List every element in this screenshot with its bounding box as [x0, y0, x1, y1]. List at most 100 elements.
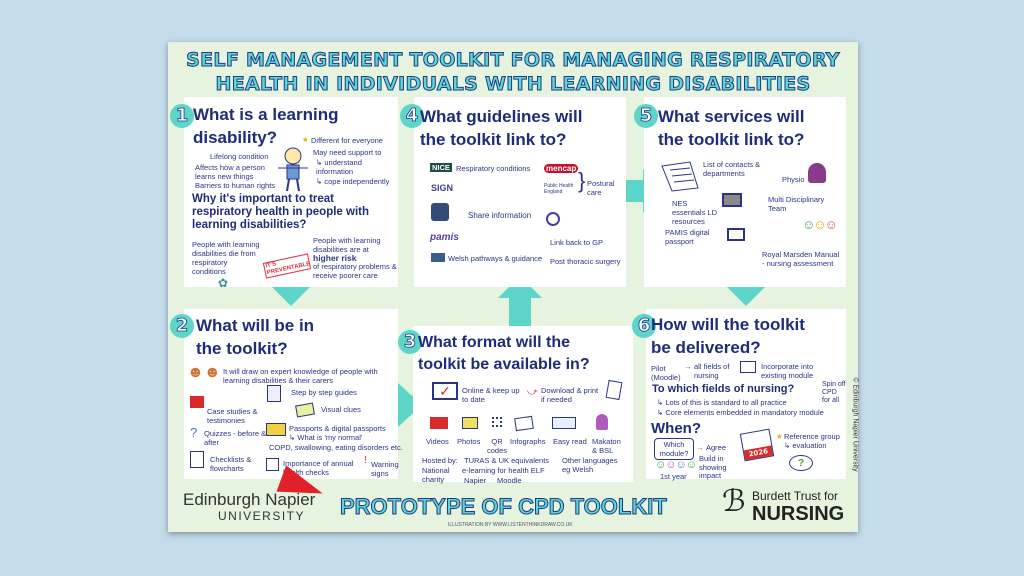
format-infographs: Infographs [510, 437, 546, 446]
edinburgh-napier-logo: Edinburgh Napier [183, 490, 316, 509]
poster-title-line1: SELF MANAGEMENT TOOLKIT FOR MANAGING RES… [186, 49, 840, 72]
person-figure-icon [278, 147, 308, 192]
physio: Physio [782, 175, 805, 184]
copyright-notice: © Edinburgh Napier University [851, 377, 859, 472]
red-arrow-icon: → [696, 443, 704, 452]
calendar-2026-icon: 2026 [739, 428, 775, 462]
panel-2-title-line1: What will be in [196, 316, 315, 335]
qr-code-icon [492, 417, 502, 427]
step-number-5: 5 [634, 104, 658, 128]
checklists: Checklists & flowcharts [210, 455, 252, 473]
burdett-trust-label: Burdett Trust for [752, 489, 839, 503]
circle-logo [546, 212, 560, 226]
core-elements: ↳ Core elements embedded in mandatory mo… [657, 408, 824, 417]
prototype-heading: PROTOTYPE OF CPD TOOLKIT [340, 494, 668, 520]
may-need-support: May need support to [313, 148, 382, 157]
step-number-2: 2 [170, 314, 194, 338]
why-important-subtitle: Why it's important to treat respiratory … [192, 193, 370, 231]
poster-title-line2: HEALTH IN INDIVIDUALS WITH LEARNING DISA… [215, 73, 811, 96]
red-arrow-icon: ⤻ [527, 387, 538, 398]
panel-1-title-line1: What is a learning [193, 105, 339, 124]
link-back-gp: Link back to GP [550, 238, 603, 247]
panel-services [644, 97, 846, 287]
hosted-by: Hosted by: [422, 456, 458, 465]
die-from-respiratory: People with learning disabilities die fr… [192, 240, 260, 276]
list-of-contacts: List of contacts & departments [703, 160, 761, 178]
panel-6-title-line1: How will the toolkit [651, 315, 805, 334]
quizzes: Quizzes - before & after [204, 429, 267, 447]
nice-logo: NICE [430, 163, 452, 172]
when-subtitle: When? [651, 420, 701, 437]
question-bubble-icon: ? [190, 425, 198, 440]
step-number-6: 6 [632, 314, 656, 338]
nes-essentials: NES essentials LD resources [672, 199, 718, 226]
standard-practice: ↳ Lots of this is standard to all practi… [657, 398, 787, 407]
mencap-logo: mencap [544, 164, 579, 173]
panel-5-title-line2: the toolkit link to? [658, 130, 805, 149]
students-icon: ☺☺☺☺ [655, 459, 697, 471]
moodle: Moodle [497, 476, 522, 485]
people-faces-icon: ☻☻ [187, 364, 221, 381]
format-qr-codes: QR codes [486, 437, 507, 455]
online-up-to-date: Online & keep up to date [462, 386, 520, 404]
e-learning-elf: e-learning for health ELF [462, 466, 545, 475]
format-videos: Videos [426, 437, 449, 446]
infographic-icon [514, 415, 534, 432]
download-print: Download & print if needed [541, 386, 599, 404]
support-cope: ↳ cope independently [316, 177, 390, 186]
which-module-box: Which module? [654, 438, 694, 460]
format-easy-read: Easy read [553, 437, 587, 446]
panel-6-title-line2: be delivered? [651, 338, 761, 357]
arrow-5-to-6-head [724, 284, 768, 306]
step-number-4: 4 [400, 104, 424, 128]
panel-guidelines [414, 97, 626, 287]
other-languages: Other languages eg Welsh [562, 456, 618, 474]
warning-bubble-icon: ! [364, 455, 367, 466]
presentation-board-icon [740, 361, 756, 373]
calendar-icon [266, 458, 279, 471]
napier: Napier [464, 476, 487, 485]
step-number-1: 1 [170, 104, 194, 128]
reference-group: Reference group ↳ evaluation [784, 432, 840, 450]
arrow-3-to-4 [509, 298, 531, 326]
easy-read-book-icon [552, 417, 576, 429]
video-icon [430, 417, 448, 429]
panel-format [413, 326, 633, 482]
respiratory-conditions: Respiratory conditions [456, 164, 531, 173]
affects-learning: Affects how a person learns new things [195, 163, 265, 181]
illustration-credit: ILLUSTRATION BY WWW.LISTENTHINKDRAW.CO.U… [448, 522, 573, 528]
sign-logo: SIGN [431, 183, 454, 193]
lifelong-condition: Lifelong condition [210, 152, 269, 161]
my-normal: ↳ What is 'my normal' [289, 433, 363, 442]
guide-book-icon [267, 385, 281, 402]
barriers-human-rights: Barriers to human rights [195, 181, 276, 190]
makaton-person-icon [596, 414, 608, 430]
multi-disciplinary-team: Multi Disciplinary Team [768, 195, 825, 213]
question-bubble-icon: ? [789, 455, 813, 471]
video-icon [190, 396, 204, 408]
higher-risk-c: of respiratory problems & receive poorer… [313, 262, 397, 280]
nursing-label: NURSING [752, 503, 845, 525]
panel-2-title-line2: the toolkit? [196, 339, 288, 358]
laptop-icon [722, 193, 742, 207]
incorporate-module: Incorporate into existing module [761, 362, 814, 380]
panel-5-title-line1: What services will [658, 107, 805, 126]
higher-risk-b: higher risk [313, 253, 357, 263]
conditions-list: COPD, swallowing, eating disorders etc. [269, 443, 403, 452]
support-understand: ↳ understand information [316, 158, 362, 176]
panel-1-title-line2: disability? [193, 128, 278, 147]
postural-care: Postural care [587, 179, 615, 197]
contact-list-scroll-icon [661, 161, 699, 192]
ambulance-service-logo [431, 203, 449, 221]
arrow-icon: → [684, 362, 692, 371]
turas: TURAS & UK equivalents [464, 456, 550, 465]
panel-3-title-line1: What format will the [418, 334, 570, 351]
panel-toolkit-contents [184, 309, 398, 479]
different-for-everyone: Different for everyone [311, 136, 383, 145]
spin-off-cpd: Spin off CPD for all [822, 381, 846, 404]
all-fields: all fields of nursing [694, 362, 730, 380]
post-thoracic-surgery: Post thoracic surgery [550, 257, 621, 266]
pamis-digital-passport: PAMIS digital passport [665, 228, 710, 246]
welsh-pathways: Welsh pathways & guidance [448, 254, 543, 263]
photo-icon [462, 417, 478, 429]
